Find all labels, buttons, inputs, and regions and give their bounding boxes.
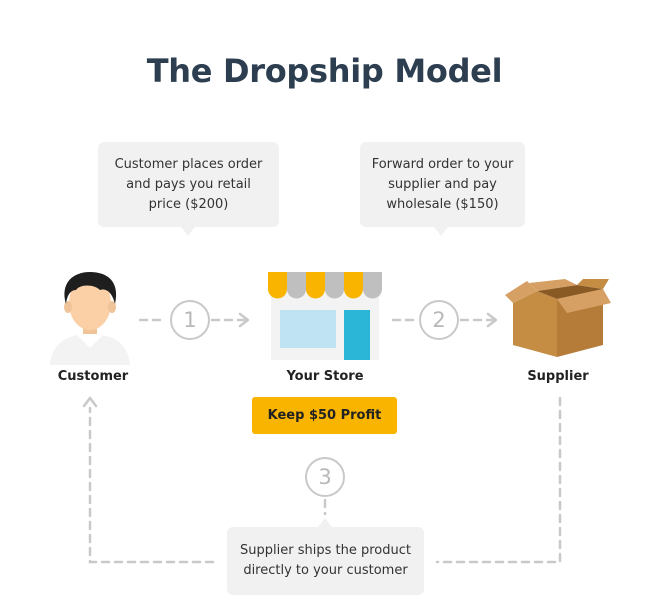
arrow-icon [486, 312, 498, 328]
forward-bubble: Forward order to your supplier and pay w… [360, 142, 525, 236]
step-3-circle: 3 [305, 457, 345, 497]
store-icon [268, 272, 382, 360]
arrow-icon [82, 396, 98, 408]
customer-avatar-icon [50, 272, 130, 365]
page-title: The Dropship Model [146, 52, 503, 90]
forward-bubble-text: Forward order to your supplier and pay w… [371, 156, 514, 212]
supplier-label: Supplier [527, 369, 589, 384]
profit-badge: Keep $50 Profit [252, 397, 397, 434]
customer-label: Customer [57, 369, 129, 384]
step-2-circle: 2 [419, 300, 459, 340]
order-bubble-tail [181, 227, 195, 236]
return-path-left-line [88, 406, 215, 564]
step-1-circle: 1 [170, 300, 210, 340]
supplier-box-icon [505, 279, 611, 357]
forward-bubble-tail [434, 227, 448, 236]
ships-bubble: Supplier ships the product directly to y… [227, 518, 424, 595]
return-path-right-line [435, 396, 562, 564]
store-label: Your Store [286, 369, 364, 384]
order-bubble-text: Customer places order and pays you retai… [114, 156, 263, 212]
order-bubble: Customer places order and pays you retai… [98, 142, 279, 236]
ships-bubble-tail [318, 518, 332, 527]
arrow-icon [238, 312, 250, 328]
ships-bubble-text: Supplier ships the product directly to y… [240, 543, 411, 578]
